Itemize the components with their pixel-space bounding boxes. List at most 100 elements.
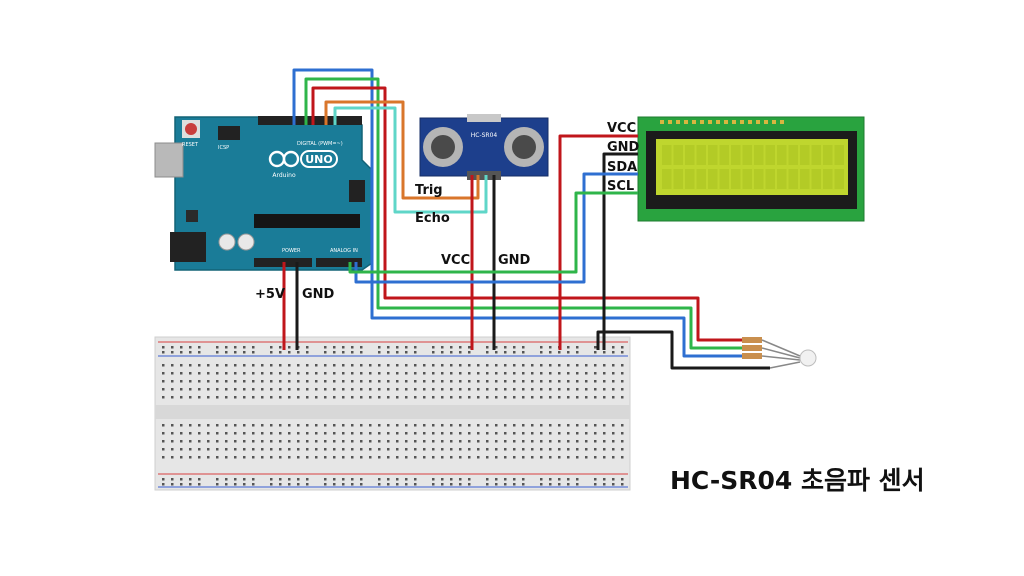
breadboard-hole (612, 456, 615, 459)
breadboard-hole (180, 388, 183, 391)
breadboard-hole (558, 364, 561, 367)
breadboard-hole (576, 432, 579, 435)
breadboard-hole (189, 432, 192, 435)
breadboard-hole (162, 346, 165, 349)
breadboard-hole (495, 478, 498, 481)
breadboard-hole (288, 424, 291, 427)
breadboard-hole (621, 346, 624, 349)
breadboard-hole (432, 396, 435, 399)
breadboard-hole (513, 364, 516, 367)
breadboard-hole (585, 372, 588, 375)
breadboard-hole (306, 351, 309, 354)
breadboard-hole (477, 448, 480, 451)
breadboard-hole (324, 448, 327, 451)
breadboard-hole (324, 456, 327, 459)
breadboard-hole (279, 424, 282, 427)
breadboard-hole (189, 424, 192, 427)
breadboard-hole (504, 424, 507, 427)
breadboard-hole (486, 448, 489, 451)
breadboard-hole (522, 483, 525, 486)
breadboard-hole (459, 456, 462, 459)
breadboard-hole (477, 424, 480, 427)
breadboard-hole (594, 424, 597, 427)
breadboard-hole (576, 448, 579, 451)
lcd-pin-pad (660, 120, 664, 124)
breadboard-hole (405, 364, 408, 367)
breadboard-hole (288, 448, 291, 451)
breadboard-hole (216, 346, 219, 349)
lcd-character-cell (708, 169, 718, 189)
breadboard-hole (306, 364, 309, 367)
label-lcd-sda: SDA (607, 160, 637, 175)
breadboard-hole (360, 440, 363, 443)
breadboard-hole (540, 432, 543, 435)
breadboard-hole (585, 396, 588, 399)
breadboard-hole (441, 456, 444, 459)
breadboard-hole (324, 483, 327, 486)
breadboard-hole (171, 396, 174, 399)
breadboard-hole (414, 396, 417, 399)
lcd-character-cell (765, 169, 775, 189)
reset-button (185, 123, 197, 135)
breadboard-hole (333, 380, 336, 383)
breadboard-hole (468, 380, 471, 383)
lcd-pin-pad (764, 120, 768, 124)
breadboard-hole (387, 440, 390, 443)
lcd-pin-pad (772, 120, 776, 124)
resistor (742, 337, 762, 343)
lcd-character-cell (834, 145, 844, 165)
breadboard-hole (432, 364, 435, 367)
breadboard-hole (252, 424, 255, 427)
breadboard-hole (369, 432, 372, 435)
breadboard-hole (612, 478, 615, 481)
breadboard-hole (522, 432, 525, 435)
breadboard-hole (387, 372, 390, 375)
breadboard-hole (315, 448, 318, 451)
breadboard-hole (468, 440, 471, 443)
breadboard-hole (621, 424, 624, 427)
lcd-pin-pad (756, 120, 760, 124)
breadboard-hole (288, 440, 291, 443)
wires (282, 68, 770, 370)
label-lcd-vcc: VCC (607, 121, 636, 136)
breadboard-hole (342, 483, 345, 486)
analog-label: ANALOG IN (330, 248, 358, 254)
breadboard-hole (540, 364, 543, 367)
breadboard-hole (468, 388, 471, 391)
breadboard-hole (549, 380, 552, 383)
breadboard-hole (576, 388, 579, 391)
breadboard-hole (486, 351, 489, 354)
breadboard-hole (234, 448, 237, 451)
breadboard-hole (531, 448, 534, 451)
breadboard-hole (405, 478, 408, 481)
breadboard-hole (387, 396, 390, 399)
breadboard-hole (342, 364, 345, 367)
breadboard-hole (423, 372, 426, 375)
breadboard-hole (198, 440, 201, 443)
breadboard-hole (297, 351, 300, 354)
breadboard-hole (477, 432, 480, 435)
breadboard-hole (180, 478, 183, 481)
breadboard-hole (585, 424, 588, 427)
breadboard-hole (603, 456, 606, 459)
breadboard-hole (576, 346, 579, 349)
breadboard-hole (396, 396, 399, 399)
breadboard-hole (189, 380, 192, 383)
breadboard-hole (315, 396, 318, 399)
breadboard-hole (162, 456, 165, 459)
breadboard-hole (477, 396, 480, 399)
breadboard-hole (288, 380, 291, 383)
breadboard-hole (315, 388, 318, 391)
breadboard-hole (180, 364, 183, 367)
breadboard-hole (585, 388, 588, 391)
breadboard-hole (297, 396, 300, 399)
breadboard-hole (216, 456, 219, 459)
breadboard-hole (459, 483, 462, 486)
breadboard-hole (360, 396, 363, 399)
breadboard-hole (216, 440, 219, 443)
breadboard-hole (279, 388, 282, 391)
breadboard-hole (261, 432, 264, 435)
breadboard-hole (540, 448, 543, 451)
breadboard-hole (189, 478, 192, 481)
breadboard-hole (234, 424, 237, 427)
